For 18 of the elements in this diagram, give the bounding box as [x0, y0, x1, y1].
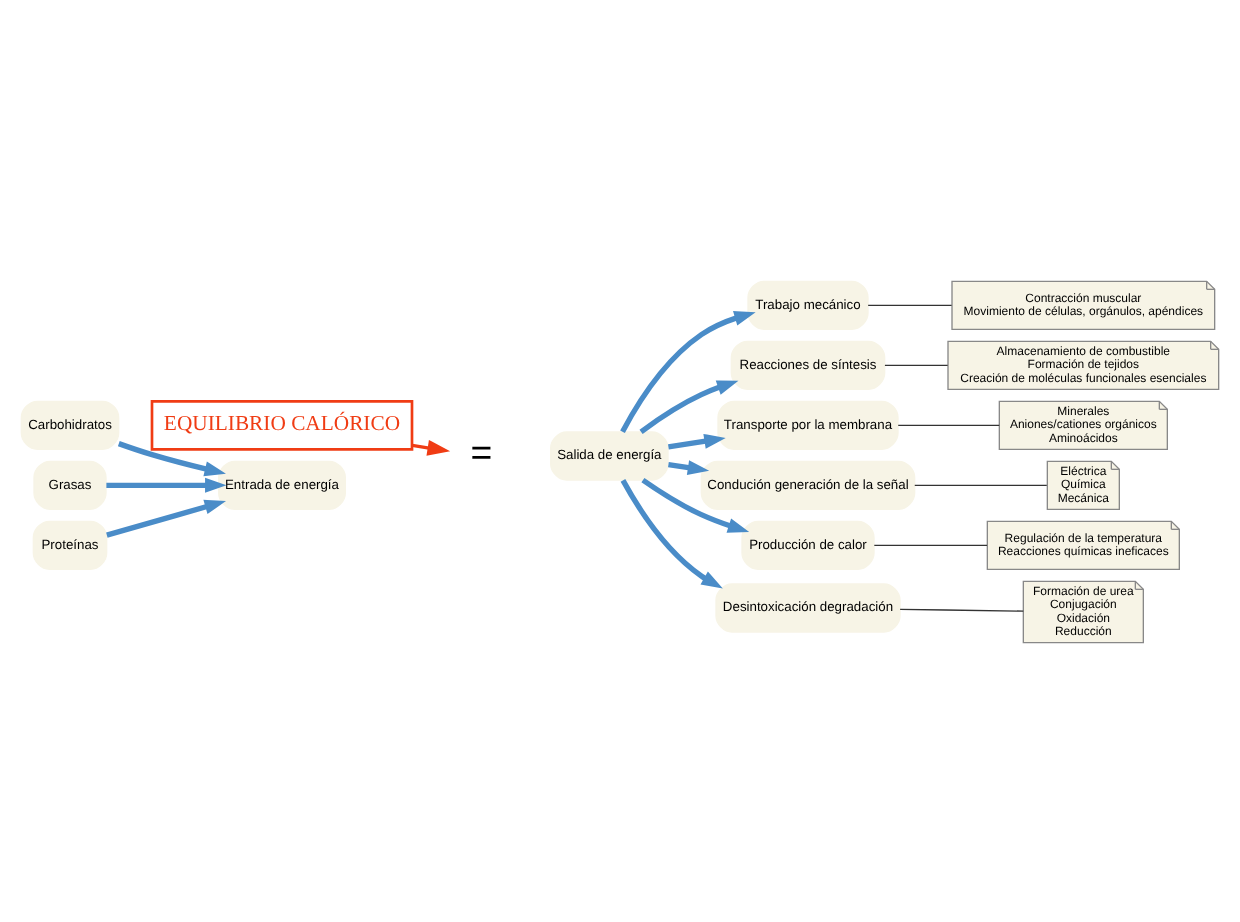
arrow	[668, 459, 710, 474]
arrow	[668, 432, 726, 449]
connector	[899, 607, 1024, 611]
arrow	[106, 476, 227, 492]
connector	[873, 543, 988, 545]
node-text: =	[470, 430, 493, 473]
arrow	[106, 498, 226, 537]
connector	[867, 303, 953, 305]
connector	[884, 363, 949, 365]
arrow	[620, 310, 756, 432]
arrow	[412, 439, 451, 455]
connector	[914, 483, 1048, 485]
arrow	[639, 379, 739, 433]
arrow	[620, 478, 723, 588]
connector	[897, 423, 1000, 425]
arrow	[641, 476, 750, 532]
arrow	[117, 440, 226, 476]
node-box: EQUILIBRIO CALÓRICO	[150, 399, 414, 450]
